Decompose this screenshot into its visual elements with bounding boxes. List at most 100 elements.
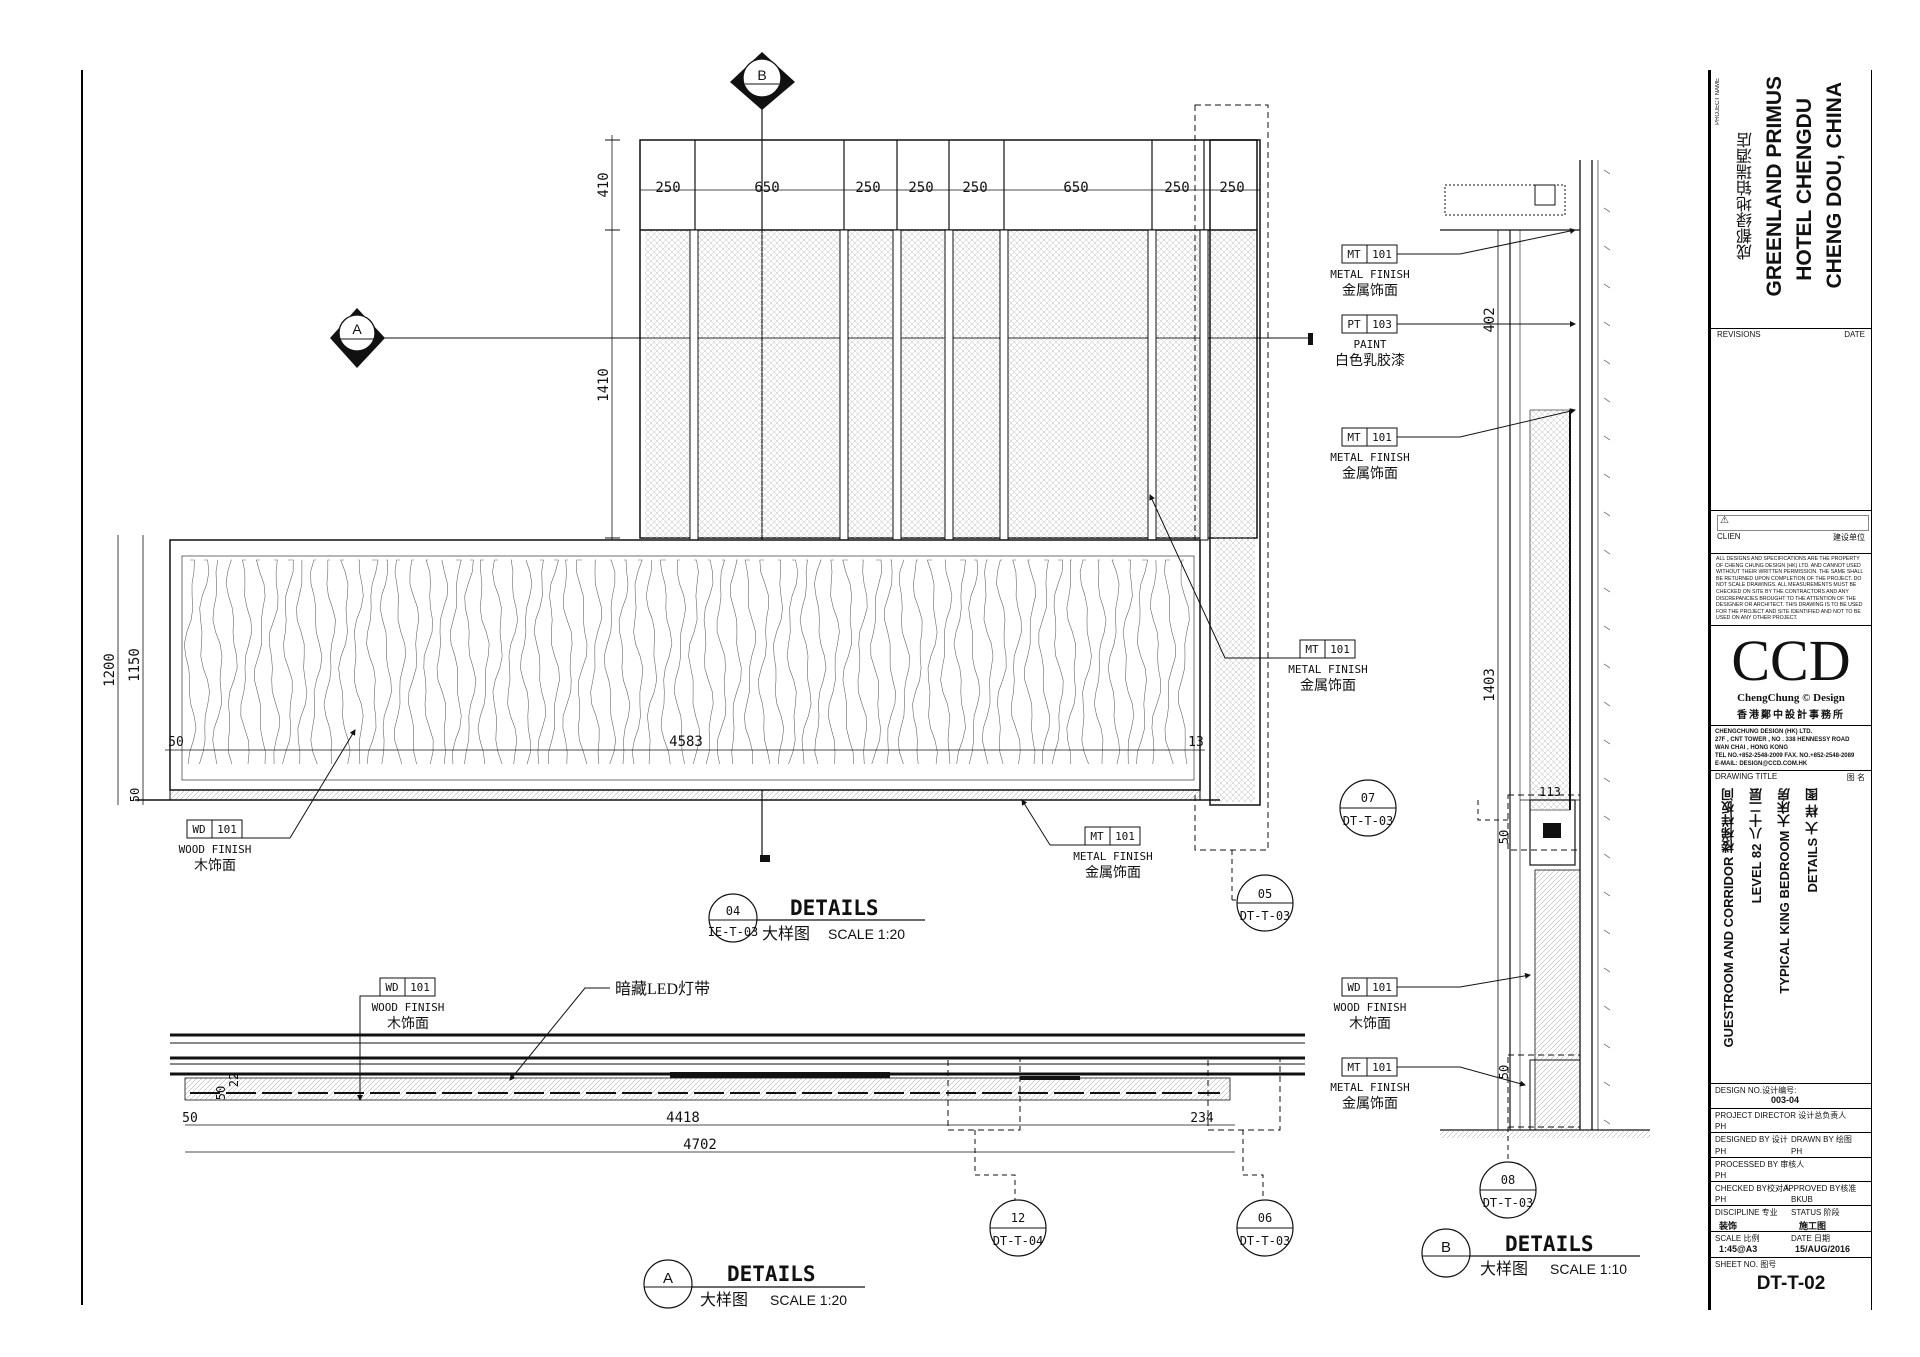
address-1: 27F , CNT TOWER , NO . 338 HENNESSY ROAD (1715, 737, 1850, 743)
svg-text:金属饰面: 金属饰面 (1085, 865, 1141, 881)
svg-text:05: 05 (1258, 887, 1272, 901)
svg-text:101: 101 (1115, 830, 1135, 843)
drawing-title-line-2: LEVEL 82 八十二层 (1749, 788, 1764, 904)
svg-text:暗藏LED灯带: 暗藏LED灯带 (615, 980, 710, 998)
drawing-title-line-4: DETAILS 大 样 图 (1805, 788, 1820, 893)
sheet-no-val: DT-T-02 (1756, 1273, 1826, 1294)
status-label: STATUS 阶段 (1791, 1208, 1840, 1217)
processed-by-label: PROCESSED BY 审核人 (1715, 1160, 1805, 1169)
svg-text:B: B (1441, 1239, 1451, 1256)
svg-text:101: 101 (410, 981, 430, 994)
dim-v-1150: 1150 (127, 648, 143, 682)
callout-metal-finish-column: MT 101 METAL FINISH 金属饰面 (1149, 494, 1368, 694)
svg-text:101: 101 (1372, 981, 1392, 994)
logo-cn: 香港鄭中設計事務所 (1737, 710, 1845, 721)
section-b-letter: B (757, 67, 766, 83)
svg-text:DT-T-03: DT-T-03 (1240, 1234, 1291, 1248)
ref-05-bubble: 05 DT-T-03 (1231, 850, 1294, 932)
svg-text:金属饰面: 金属饰面 (1300, 678, 1356, 694)
client-box: ⚠ (1717, 515, 1869, 531)
dim-v-1410: 1410 (596, 368, 612, 402)
plan-dim-234: 234 (1190, 1111, 1214, 1126)
section-callout-wood: WD 101 WOOD FINISH 木饰面 (1334, 972, 1531, 1032)
section-callout-paint: PT 103 PAINT 白色乳胶漆 (1335, 314, 1576, 369)
scale-label: SCALE 比例 (1715, 1234, 1760, 1243)
discipline-val: 装饰 (1719, 1221, 1738, 1231)
svg-text:WD: WD (1347, 981, 1360, 994)
project-director-val: PH (1715, 1122, 1727, 1131)
dim-v-410: 410 (596, 172, 612, 197)
date-val: 15/AUG/2016 (1795, 1244, 1851, 1254)
project-line-3: CHENG DOU, CHINA (1823, 82, 1846, 289)
callout-wood-finish: WD 101 WOOD FINISH 木饰面 (179, 729, 356, 874)
address-2: WAN CHAI , HONG KONG (1715, 745, 1788, 751)
svg-text:101: 101 (1372, 1061, 1392, 1074)
plan-view: 50 4418 234 4702 50 22 12 DT-T-04 06 DT-… (170, 977, 1305, 1309)
svg-text:PT: PT (1347, 318, 1361, 331)
designed-by-label: DESIGNED BY 设计 (1715, 1135, 1788, 1144)
section-b-view: 402 1403 113 50 50 07 DT-T-03 08 DT-T-03… (1330, 160, 1650, 1278)
scale-val: 1:45@A3 (1719, 1244, 1758, 1254)
dim-top-8: 250 (1219, 180, 1244, 196)
dim-top-3: 250 (855, 180, 880, 196)
drawing-title-line-1: GUESTROOM AND CORRIDOR 楼梯样板间 (1721, 788, 1736, 1048)
plan-title: A DETAILS 大样图 SCALE 1:20 (643, 1259, 865, 1309)
svg-text:木饰面: 木饰面 (1349, 1016, 1391, 1032)
svg-text:大样图: 大样图 (1480, 1260, 1528, 1278)
svg-text:IE-T-03: IE-T-03 (708, 925, 759, 939)
processed-by-val: PH (1715, 1171, 1727, 1180)
project-cn: 成都绿地铂瑞酒店 (1738, 132, 1755, 260)
date-label-2: DATE 日期 (1791, 1234, 1830, 1243)
svg-text:SCALE 1:20: SCALE 1:20 (828, 926, 905, 942)
plan-dim-4418: 4418 (666, 1110, 700, 1126)
svg-text:MT: MT (1347, 431, 1361, 444)
svg-text:WD: WD (385, 981, 398, 994)
approved-by-val: BKUB (1791, 1195, 1813, 1204)
section-callout-metal-2: MT 101 METAL FINISH 金属饰面 (1330, 408, 1576, 482)
svg-text:METAL FINISH: METAL FINISH (1330, 1081, 1409, 1094)
svg-text:DT-T-04: DT-T-04 (993, 1234, 1044, 1248)
section-callout-metal-1: MT 101 METAL FINISH 金属饰面 (1330, 228, 1576, 299)
svg-text:MT: MT (1347, 248, 1361, 261)
svg-text:WOOD FINISH: WOOD FINISH (179, 843, 252, 856)
dim-top-1: 250 (655, 180, 680, 196)
drawing-title-line-3: TYPICAL KING BEDROOM 大床房 (1777, 788, 1792, 994)
dim-top-5: 250 (962, 180, 987, 196)
dim-top-7: 250 (1164, 180, 1189, 196)
sheet-no-label: SHEET NO. 图号 (1715, 1260, 1777, 1269)
svg-text:MT: MT (1347, 1061, 1361, 1074)
svg-text:金属饰面: 金属饰面 (1342, 466, 1398, 482)
dim-top-4: 250 (908, 180, 933, 196)
dim-top-2: 650 (754, 180, 779, 196)
svg-text:101: 101 (217, 823, 237, 836)
client-cn: 建设单位 (1833, 533, 1865, 542)
company-name: CHENGCHUNG DESIGN (HK) LTD. (1715, 729, 1813, 735)
svg-text:木饰面: 木饰面 (194, 858, 236, 874)
section-dim-1403: 1403 (1482, 668, 1498, 702)
plan-dim-50: 50 (182, 1111, 198, 1126)
svg-text:06: 06 (1258, 1211, 1272, 1225)
svg-text:MT: MT (1090, 830, 1104, 843)
approved-by-label: APPROVED BY核准 (1783, 1184, 1857, 1193)
ccd-logo: CCD (1731, 628, 1851, 693)
svg-text:METAL FINISH: METAL FINISH (1330, 451, 1409, 464)
client-label: CLIEN (1717, 532, 1741, 541)
svg-text:METAL FINISH: METAL FINISH (1073, 850, 1152, 863)
svg-text:MT: MT (1305, 643, 1319, 656)
svg-text:METAL FINISH: METAL FINISH (1330, 268, 1409, 281)
svg-text:08: 08 (1501, 1173, 1515, 1187)
plan-callout-wood: WD 101 WOOD FINISH 木饰面 (357, 977, 444, 1101)
svg-text:101: 101 (1330, 643, 1350, 656)
svg-text:木饰面: 木饰面 (387, 1016, 429, 1032)
elevation-title-heading: DETAILS (790, 896, 879, 920)
elevation-view: B A (102, 52, 1368, 943)
designed-by-val: PH (1715, 1147, 1727, 1156)
plan-dim-4702: 4702 (683, 1137, 717, 1153)
drawn-by-label: DRAWN BY 绘图 (1791, 1135, 1852, 1144)
wood-grain-pattern (183, 559, 1190, 765)
svg-text:WD: WD (192, 823, 205, 836)
email: E-MAIL: DESIGN@CCD.COM.HK (1715, 761, 1808, 767)
svg-text:大样图: 大样图 (700, 1291, 748, 1309)
legal-notice: ALL DESIGNS AND SPECIFICATIONS ARE THE P… (1716, 556, 1864, 622)
